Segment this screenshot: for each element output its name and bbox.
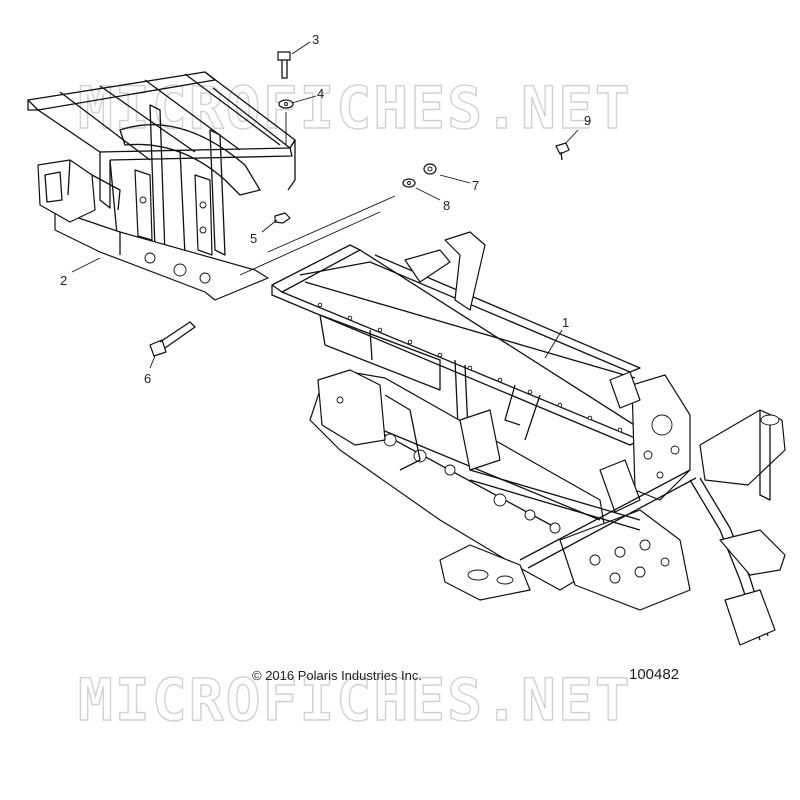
callout-9: 9 [564, 113, 591, 145]
svg-text:6: 6 [144, 371, 151, 386]
install-line-a [267, 195, 396, 253]
callout-4: 4 [291, 86, 324, 104]
nut-7 [423, 163, 437, 175]
main-frame [271, 231, 786, 646]
callout-7: 7 [439, 174, 479, 193]
install-line-b [239, 211, 381, 276]
bolt-3 [277, 51, 291, 79]
diagram-number: 100482 [629, 666, 680, 683]
watermark-bottom: MICROFICHES.NET [78, 666, 632, 734]
svg-text:4: 4 [317, 86, 324, 101]
bolt-6 [149, 321, 196, 357]
rail-holes [317, 302, 623, 433]
svg-text:9: 9 [584, 113, 591, 128]
watermark-top: MICROFICHES.NET [78, 74, 632, 142]
callout-5: 5 [250, 219, 278, 246]
svg-text:8: 8 [443, 198, 450, 213]
svg-text:3: 3 [312, 32, 319, 47]
svg-text:5: 5 [250, 231, 257, 246]
callout-6: 6 [144, 355, 156, 386]
callout-1: 1 [544, 315, 569, 359]
callout-3: 3 [291, 32, 319, 55]
rear-subframe [27, 71, 296, 301]
copyright-text: © 2016 Polaris Industries Inc. [252, 668, 422, 683]
push-rivet-9 [555, 142, 570, 161]
nut-5 [274, 212, 291, 224]
callout-8: 8 [415, 187, 450, 213]
washer-8 [402, 178, 416, 188]
svg-text:7: 7 [472, 178, 479, 193]
svg-text:2: 2 [60, 273, 67, 288]
callout-2: 2 [60, 257, 101, 288]
svg-text:1: 1 [562, 315, 569, 330]
washer-nut-4 [278, 99, 294, 145]
